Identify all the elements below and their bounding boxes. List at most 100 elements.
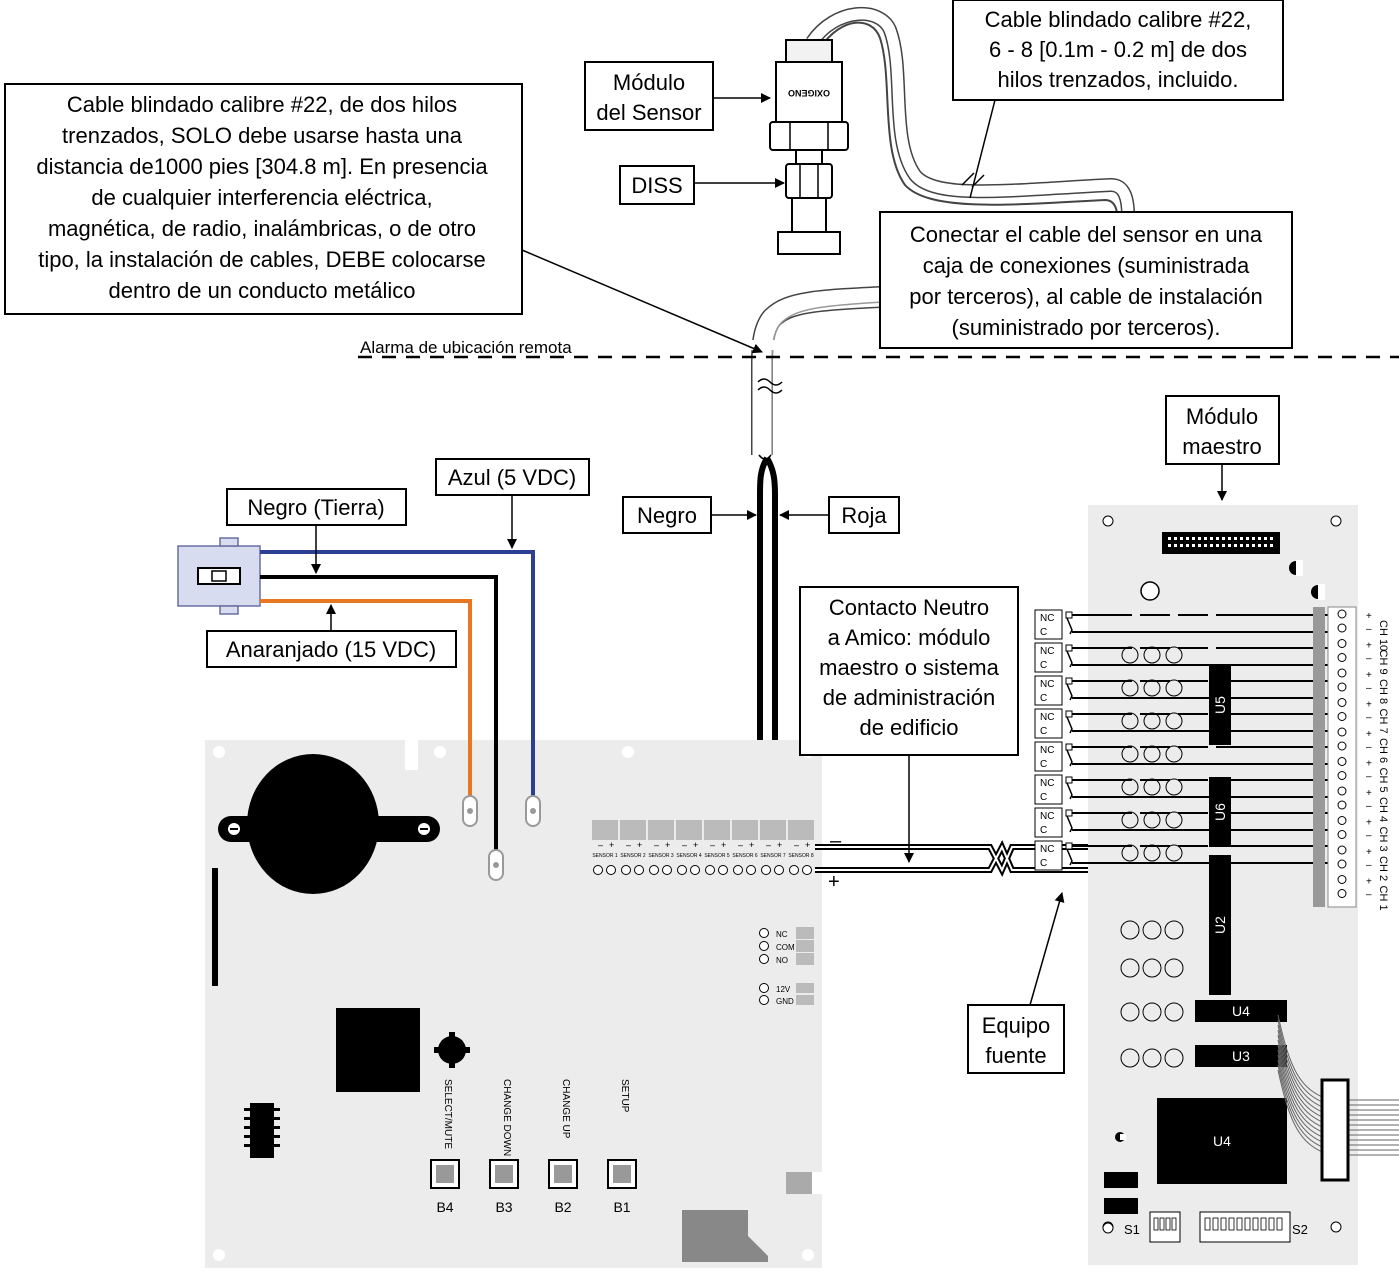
- relay-terminal-label: NO: [776, 956, 788, 965]
- callout-red-wire: Roja: [828, 496, 900, 534]
- terminal-minus: –: [682, 840, 687, 850]
- svg-text:C: C: [1040, 792, 1047, 803]
- relay-terminal-label: COM: [776, 943, 795, 952]
- button-id: B3: [495, 1199, 512, 1215]
- terminal-minus: –: [766, 840, 771, 850]
- minus-sign: –: [830, 830, 842, 852]
- callout-diss: DISS: [619, 165, 695, 205]
- master-chip: U6: [1209, 777, 1231, 847]
- svg-text:+: +: [1366, 670, 1372, 681]
- button-id: B1: [613, 1199, 630, 1215]
- svg-text:a Amico: módulo: a Amico: módulo: [828, 625, 991, 650]
- svg-text:Anaranjado (15 VDC): Anaranjado (15 VDC): [226, 637, 436, 662]
- master-chip: U2: [1209, 855, 1231, 995]
- svg-text:C: C: [1040, 693, 1047, 704]
- relay-contact: NCC: [1034, 741, 1340, 772]
- svg-text:C: C: [1040, 858, 1047, 869]
- button-id: B4: [436, 1199, 453, 1215]
- callout-black-ground: Negro (Tierra): [226, 488, 407, 526]
- callout-junction: Conectar el cable del sensor en una caja…: [879, 211, 1293, 349]
- callout-sensor-cable: Cable blindado calibre #22, 6 - 8 [0.1m …: [952, 0, 1284, 101]
- terminal-plus: +: [693, 840, 698, 850]
- alarm-board: –+SENSOR 1–+SENSOR 2–+SENSOR 3–+SENSOR 4…: [205, 740, 822, 1268]
- svg-text:+: +: [1366, 877, 1372, 888]
- channel-label: CH 6: [1377, 738, 1389, 763]
- svg-text:NC: NC: [1040, 679, 1054, 690]
- svg-text:+: +: [1366, 641, 1372, 652]
- svg-text:–: –: [1366, 831, 1372, 842]
- svg-text:magnética, de radio, inalámbri: magnética, de radio, inalámbricas, o de …: [48, 216, 476, 241]
- sensor-terminal-label: SENSOR 7: [760, 853, 786, 859]
- svg-text:+: +: [1366, 759, 1372, 770]
- callout-black-wire: Negro: [622, 496, 712, 534]
- terminal-minus: –: [626, 840, 631, 850]
- svg-text:Cable blindado calibre #22, de: Cable blindado calibre #22, de dos hilos: [67, 92, 457, 117]
- svg-text:–: –: [1366, 772, 1372, 783]
- channel-label: CH 2: [1377, 856, 1389, 881]
- svg-text:–: –: [1366, 742, 1372, 753]
- svg-text:C: C: [1040, 627, 1047, 638]
- sensor-module: OXIGENO: [769, 6, 1135, 255]
- svg-text:trenzados, SOLO debe usarse ha: trenzados, SOLO debe usarse hasta una: [62, 123, 463, 148]
- relay-contact: NC C: [1034, 774, 1340, 805]
- svg-text:fuente: fuente: [985, 1043, 1046, 1068]
- svg-text:NC: NC: [1040, 613, 1054, 624]
- master-chip: U3: [1195, 1045, 1287, 1067]
- relay-contact: NCC: [1034, 807, 1340, 838]
- terminal-plus: +: [721, 840, 726, 850]
- button-label: SETUP: [619, 1079, 630, 1113]
- buzzer: [247, 754, 379, 894]
- board-chip: [336, 1008, 420, 1092]
- board-button[interactable]: SELECT/MUTE B4: [430, 1079, 460, 1215]
- terminal-minus: –: [738, 840, 743, 850]
- relay-contact: NCC: [1034, 708, 1340, 739]
- svg-text:tipo, la instalación de cables: tipo, la instalación de cables, DEBE col…: [38, 247, 486, 272]
- svg-text:U5: U5: [1212, 696, 1228, 714]
- channel-label: CH 5: [1377, 768, 1389, 793]
- svg-text:maestro o sistema: maestro o sistema: [819, 655, 999, 680]
- channel-label: CH 9: [1377, 650, 1389, 675]
- callout-source-equipment: Equipo fuente: [967, 1004, 1065, 1074]
- svg-text:(suministrado por terceros).: (suministrado por terceros).: [952, 315, 1221, 340]
- svg-text:maestro: maestro: [1182, 434, 1261, 459]
- power-connector: [177, 537, 261, 615]
- relay-contact: NCC: [1034, 840, 1340, 871]
- terminal-minus: –: [794, 840, 799, 850]
- relay-contact: NC C: [1034, 675, 1340, 706]
- svg-text:hilos trenzados, incluido.: hilos trenzados, incluido.: [998, 67, 1239, 92]
- svg-text:NC: NC: [1040, 778, 1054, 789]
- svg-text:de edificio: de edificio: [859, 715, 958, 740]
- svg-text:U6: U6: [1212, 803, 1228, 821]
- svg-text:Módulo: Módulo: [1186, 404, 1258, 429]
- sensor-terminal-label: SENSOR 1: [592, 853, 618, 859]
- svg-text:del Sensor: del Sensor: [596, 100, 701, 125]
- svg-text:–: –: [1366, 713, 1372, 724]
- button-label: SELECT/MUTE: [442, 1079, 453, 1149]
- svg-text:de administración: de administración: [823, 685, 995, 710]
- terminal-plus: +: [749, 840, 754, 850]
- sensor-terminal-label: SENSOR 4: [676, 853, 702, 859]
- master-chip: U5: [1209, 665, 1231, 745]
- svg-text:C: C: [1040, 660, 1047, 671]
- svg-text:Contacto Neutro: Contacto Neutro: [829, 595, 989, 620]
- terminal-plus: +: [777, 840, 782, 850]
- relay-contact: NCC: [1034, 642, 1340, 673]
- plus-sign: +: [828, 871, 840, 893]
- svg-text:–: –: [1366, 890, 1372, 901]
- board-button[interactable]: SETUP B1: [607, 1079, 637, 1215]
- remote-alarm-label: Alarma de ubicación remota: [360, 338, 572, 357]
- svg-text:U2: U2: [1212, 916, 1228, 934]
- sensor-terminal-label: SENSOR 3: [648, 853, 674, 859]
- svg-text:de cualquier interferencia elé: de cualquier interferencia eléctrica,: [91, 185, 432, 210]
- svg-text:distancia de1000 pies [304.8 m: distancia de1000 pies [304.8 m]. En pres…: [36, 154, 488, 179]
- svg-text:6 - 8 [0.1m - 0.2 m] de dos: 6 - 8 [0.1m - 0.2 m] de dos: [989, 37, 1247, 62]
- callout-installation-cable: Cable blindado calibre #22, de dos hilos…: [4, 83, 523, 315]
- svg-text:U4: U4: [1213, 1133, 1231, 1149]
- master-chip: U4: [1195, 1000, 1287, 1022]
- power-terminal-label: 12V: [776, 985, 791, 994]
- svg-text:–: –: [1366, 860, 1372, 871]
